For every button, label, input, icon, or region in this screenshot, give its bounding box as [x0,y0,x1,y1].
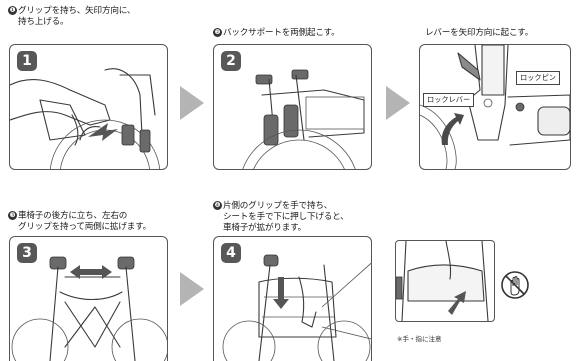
lever-panel: ロックレバー ロックピン [419,44,571,170]
lock-pin-label: ロックピン [516,71,560,85]
step4-badge: ❹ [213,201,222,210]
step3-panel: 3 [9,236,168,361]
step2-panel: 2 [213,44,372,170]
arrow-right-icon [180,86,204,120]
detail-inset [395,240,495,322]
caution-note: ※手・指に注意 [397,335,442,343]
step1-number: 1 [17,51,37,71]
no-hand-caution-icon [501,271,529,299]
step2-illustration [242,69,365,169]
step3-badge: ❸ [8,211,17,220]
step4-panel: 4 [213,236,372,361]
lever-caption: レバーを矢印方向に起こす。 [425,28,534,38]
step4-illustration [222,254,371,361]
detail-illustration [396,241,489,321]
arrow-right-icon [180,272,204,306]
step4-number: 4 [221,243,241,263]
lever-illustration [420,45,570,169]
step1-badge: ❶ [8,6,17,15]
step2-number: 2 [221,51,241,71]
step3-number: 3 [17,243,37,263]
arrow-right-icon [386,86,410,120]
step1-panel: 1 [9,44,168,170]
step2-badge: ❷ [213,28,222,37]
lock-lever-label: ロックレバー [423,93,475,107]
step3-illustration [11,256,167,361]
step1-illustration [10,68,161,169]
